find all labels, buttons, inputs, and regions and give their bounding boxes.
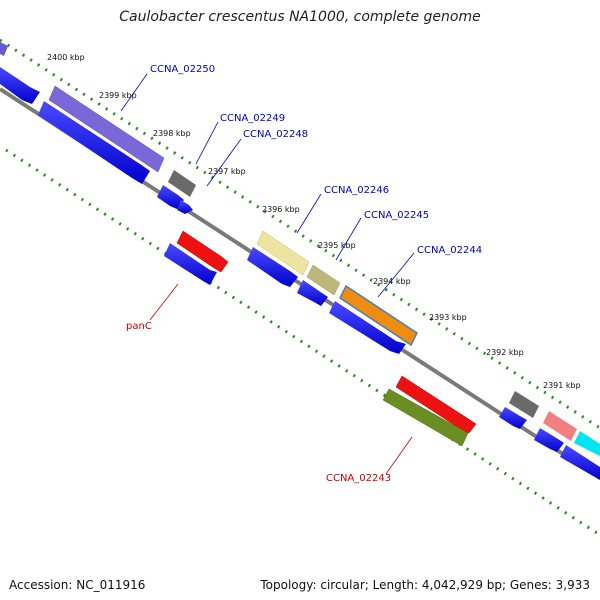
cds-arrow[interactable] xyxy=(297,280,328,306)
gene-label-panc[interactable]: panC xyxy=(126,321,152,332)
gene-feature-ccna-02249[interactable] xyxy=(168,170,196,197)
kbp-tick-label: 2398 kbp xyxy=(153,129,191,138)
inner-tick-ring xyxy=(5,148,600,537)
gene-label-ccna-02250[interactable]: CCNA_02250 xyxy=(150,64,215,75)
kbp-tick-label: 2399 kbp xyxy=(99,91,137,100)
gene-feature-gray-right[interactable] xyxy=(509,391,539,418)
kbp-tick-label: 2400 kbp xyxy=(47,53,85,62)
cds-arrow[interactable] xyxy=(38,101,150,184)
gene-feature-ccna-02244[interactable] xyxy=(339,284,418,347)
gene-label-ccna-02244[interactable]: CCNA_02244 xyxy=(417,245,482,256)
gene-feature-red-right[interactable] xyxy=(395,375,477,434)
cds-arrow[interactable] xyxy=(157,185,184,209)
leader-line xyxy=(377,252,415,298)
gene-feature-ccna-02245[interactable] xyxy=(306,264,341,296)
gene-feature-ccna-02243[interactable] xyxy=(382,388,469,447)
cds-arrow[interactable] xyxy=(247,247,298,287)
kbp-tick-label: 2395 kbp xyxy=(318,241,356,250)
gene-feature-purple-left[interactable] xyxy=(0,42,8,56)
cds-arrow[interactable] xyxy=(0,67,40,104)
kbp-tick-label: 2391 kbp xyxy=(543,381,581,390)
gene-label-ccna-02248[interactable]: CCNA_02248 xyxy=(243,129,308,140)
leader-line xyxy=(195,121,219,165)
leader-line xyxy=(385,436,413,475)
leader-line xyxy=(206,138,242,187)
gene-label-ccna-02243[interactable]: CCNA_02243 xyxy=(326,473,391,484)
kbp-tick-label: 2394 kbp xyxy=(373,277,411,286)
leader-line xyxy=(296,193,322,234)
cds-arrow[interactable] xyxy=(329,301,406,354)
gene-feature-pink-right[interactable] xyxy=(543,411,577,441)
gene-feature-ccna-02246[interactable] xyxy=(256,230,310,276)
cds-arrow[interactable] xyxy=(164,243,217,285)
kbp-tick-label: 2392 kbp xyxy=(486,348,524,357)
cds-arrow[interactable] xyxy=(177,200,193,214)
kbp-tick-label: 2397 kbp xyxy=(208,167,246,176)
leader-line xyxy=(335,217,362,261)
gene-label-ccna-02249[interactable]: CCNA_02249 xyxy=(220,113,285,124)
kbp-tick-label: 2393 kbp xyxy=(429,313,467,322)
gene-feature-panc[interactable] xyxy=(176,230,229,273)
gene-feature-ccna-02250[interactable] xyxy=(48,85,165,173)
leader-line xyxy=(120,73,148,112)
cds-arrow[interactable] xyxy=(499,407,527,429)
outer-tick-ring xyxy=(0,38,600,430)
kbp-tick-label: 2396 kbp xyxy=(262,205,300,214)
gene-feature-cyan-right[interactable] xyxy=(574,431,600,456)
leader-line xyxy=(149,283,179,321)
accession-text: Accession: NC_011916 xyxy=(9,578,146,592)
cds-arrow[interactable] xyxy=(560,445,600,480)
cds-arrow[interactable] xyxy=(534,428,564,452)
gene-label-ccna-02245[interactable]: CCNA_02245 xyxy=(364,210,429,221)
gene-label-ccna-02246[interactable]: CCNA_02246 xyxy=(324,185,389,196)
topology-text: Topology: circular; Length: 4,042,929 bp… xyxy=(260,578,590,592)
map-title: Caulobacter crescentus NA1000, complete … xyxy=(119,9,481,25)
